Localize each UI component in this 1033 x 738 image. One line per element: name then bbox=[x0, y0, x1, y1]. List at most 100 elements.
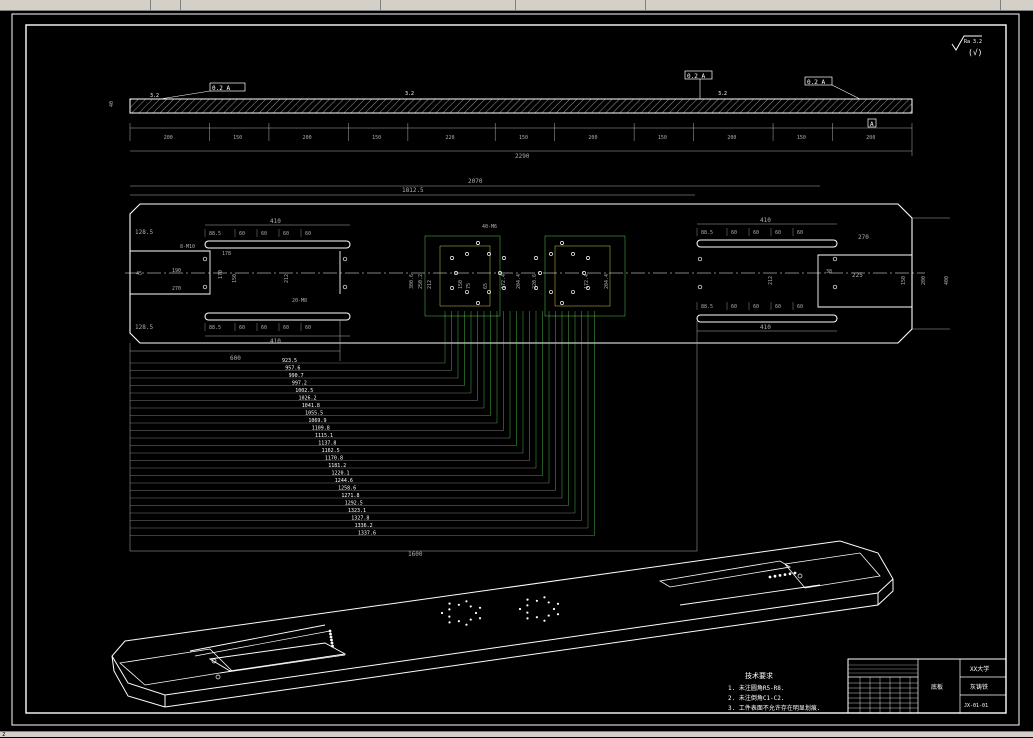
dim-text: 172.4 bbox=[584, 274, 590, 289]
iso-hole bbox=[793, 571, 797, 575]
toolbar-segment[interactable] bbox=[380, 0, 516, 10]
tolerance-frame: 0.2 A bbox=[159, 82, 246, 100]
chain-dims: 923.5957.6990.7997.21002.51026.21041.810… bbox=[130, 311, 595, 537]
hole bbox=[465, 251, 469, 256]
dim-text: 1327.8 bbox=[351, 516, 369, 522]
iso-hole bbox=[448, 615, 451, 618]
iso-hole bbox=[211, 658, 217, 664]
dim-text: 60 bbox=[775, 230, 781, 236]
dim-text: 60 bbox=[797, 230, 803, 236]
finish-mark: 3.2 bbox=[718, 91, 727, 97]
left-slot-bottom-len: 410 bbox=[270, 338, 281, 345]
iso-hole bbox=[778, 574, 782, 577]
iso-hole bbox=[469, 618, 472, 621]
dim-text: 1026.2 bbox=[299, 396, 317, 402]
iso-hole bbox=[329, 632, 332, 636]
drawing-canvas[interactable]: Ra 3.2 (√) 0.2 A 0.2 A 0.2 A 3.2 3.2 bbox=[0, 11, 1033, 731]
thickness-dim: 40 bbox=[109, 101, 115, 107]
iso-hole bbox=[440, 611, 444, 615]
iso-hole bbox=[556, 613, 560, 616]
right-dim: 150 bbox=[901, 276, 907, 285]
command-line[interactable]: z bbox=[0, 731, 1033, 738]
finish-mark: 3.2 bbox=[405, 91, 414, 97]
iso-hole bbox=[474, 611, 478, 615]
hole bbox=[487, 290, 491, 295]
bottom-ref-dim: 1600 bbox=[408, 551, 423, 558]
dim-text: 1181.2 bbox=[328, 463, 346, 469]
left-offset-top: 128.5 bbox=[135, 229, 153, 236]
dim-text: 60 bbox=[283, 325, 289, 331]
dim-text: 1258.6 bbox=[338, 486, 356, 492]
slot-right-top bbox=[696, 239, 838, 248]
plate-outline bbox=[129, 203, 913, 344]
iso-hole bbox=[783, 573, 787, 576]
hole bbox=[202, 284, 208, 290]
dim-text: 220.6 bbox=[532, 274, 538, 289]
dim-text: 150 bbox=[233, 135, 242, 141]
left-inner-dim: 170 bbox=[218, 270, 224, 279]
dim-text: 60 bbox=[753, 230, 759, 236]
svg-text:0.2 A: 0.2 A bbox=[212, 85, 230, 92]
dim-text: 88.5 bbox=[209, 325, 221, 331]
dim-text: 60 bbox=[239, 325, 245, 331]
right-dim: 400 bbox=[944, 276, 950, 285]
left-inner-dim: 212 bbox=[284, 274, 290, 283]
dim-text: 60 bbox=[261, 325, 267, 331]
dim-text: 1055.5 bbox=[305, 411, 323, 417]
cad-toolbar bbox=[0, 0, 1033, 11]
dim-text: 250.2 bbox=[418, 274, 424, 289]
hole bbox=[534, 256, 538, 260]
surface-finish-paren: (√) bbox=[968, 48, 982, 57]
toolbar-segment[interactable] bbox=[180, 0, 381, 10]
command-prompt: z bbox=[2, 731, 6, 738]
dim-text: 150 bbox=[519, 135, 528, 141]
iso-hole bbox=[543, 619, 546, 622]
dim-text: 150 bbox=[658, 135, 667, 141]
technical-notes: 技术要求 1. 未注圆角R5-R8. 2. 未注倒角C1-C2. 3. 工件表面… bbox=[728, 671, 820, 712]
svg-text:0.2 A: 0.2 A bbox=[687, 73, 705, 80]
hole bbox=[560, 301, 564, 305]
dim-text: 60 bbox=[261, 231, 267, 237]
toolbar-segment[interactable] bbox=[150, 0, 181, 10]
hole bbox=[476, 301, 480, 305]
dim-text: 60 bbox=[305, 325, 311, 331]
hole bbox=[549, 251, 553, 256]
iso-hole bbox=[768, 575, 772, 579]
hole bbox=[342, 256, 348, 262]
dim-text: 1041.8 bbox=[302, 403, 320, 409]
center-hole-pattern bbox=[202, 235, 838, 317]
iso-hole bbox=[547, 614, 550, 617]
dim-text: 88.5 bbox=[701, 304, 713, 310]
iso-hole bbox=[448, 608, 451, 611]
iso-hole bbox=[331, 644, 334, 648]
hole bbox=[571, 290, 575, 295]
iso-hole bbox=[773, 574, 777, 578]
dim-text: 60 bbox=[305, 231, 311, 237]
hole bbox=[697, 284, 703, 290]
dim-text: 200 bbox=[164, 135, 173, 141]
dim-text: 300.6 bbox=[409, 274, 415, 289]
iso-hole bbox=[547, 601, 550, 604]
dim-text: 204.4 bbox=[516, 274, 522, 289]
iso-hole bbox=[526, 617, 529, 620]
hole bbox=[586, 286, 590, 290]
right-dim: 212 bbox=[768, 276, 774, 285]
dim-text: 200 bbox=[303, 135, 312, 141]
tolerance-frame: 0.2 A bbox=[804, 76, 861, 100]
left-inner-dim: 190 bbox=[172, 268, 181, 274]
dim-text: 1337.6 bbox=[358, 531, 376, 537]
left-ref-dim: 600 bbox=[230, 355, 241, 362]
toolbar-segment[interactable] bbox=[0, 0, 151, 10]
iso-hole bbox=[330, 641, 334, 645]
material: 灰铸铁 bbox=[970, 683, 988, 691]
toolbar-segment[interactable] bbox=[515, 0, 646, 10]
iso-hole bbox=[328, 629, 332, 633]
toolbar-segment[interactable] bbox=[645, 0, 1001, 10]
hole bbox=[560, 241, 564, 245]
iso-hole bbox=[469, 605, 472, 608]
drawing-number: JX-01-01 bbox=[964, 703, 988, 709]
hole bbox=[202, 256, 208, 262]
dim-text: 1109.8 bbox=[312, 426, 330, 432]
